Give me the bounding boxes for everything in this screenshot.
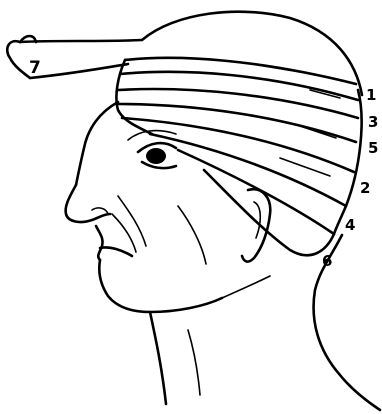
cheek-line-2 xyxy=(112,214,136,252)
callout-3: 3 xyxy=(368,113,378,131)
cheek-line-3 xyxy=(178,206,206,264)
bandage-wrap-6 xyxy=(150,134,346,206)
bandage-tail-top xyxy=(20,40,142,42)
callout-2: 2 xyxy=(360,179,370,197)
callout-7: 7 xyxy=(29,58,41,78)
eye-pupil xyxy=(146,148,166,164)
chin-outline xyxy=(99,260,222,312)
ear-outline xyxy=(242,189,270,261)
throat-crease xyxy=(188,330,200,395)
jaw-line xyxy=(222,276,270,298)
callout-6: 6 xyxy=(322,252,332,270)
bandage-shade-3 xyxy=(300,126,336,138)
eye xyxy=(128,131,176,168)
bandage-wrap-4 xyxy=(118,104,356,142)
upper-lip xyxy=(96,226,103,260)
mouth-line xyxy=(100,247,132,256)
bandage-shade-1 xyxy=(240,62,300,72)
throat-line xyxy=(150,312,166,404)
bandage-tail-bottom xyxy=(30,64,128,78)
bandage-tail-end xyxy=(7,41,30,78)
head-profile xyxy=(66,12,380,410)
nostril xyxy=(92,208,108,214)
cheek-line-1 xyxy=(118,196,146,246)
skull-outline xyxy=(142,12,362,95)
callout-1: 1 xyxy=(366,86,376,104)
callout-4: 4 xyxy=(345,216,355,234)
nose-outline xyxy=(66,185,110,222)
forehead-line xyxy=(76,102,118,185)
callout-5: 5 xyxy=(368,139,378,157)
